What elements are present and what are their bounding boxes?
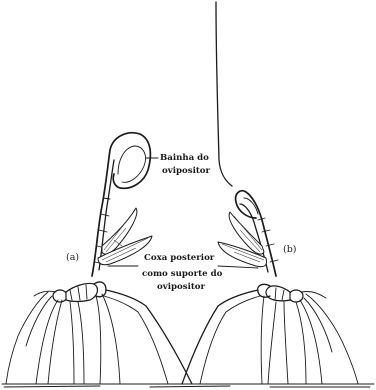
host-trunk: [216, 2, 232, 186]
ground-line: [2, 384, 374, 387]
label-wasp-b: (b): [283, 244, 297, 255]
label-wasp-a: (a): [66, 252, 79, 263]
label-sheath-line2: ovipositor: [162, 166, 211, 176]
label-coxa-line2: como suporte do: [142, 269, 223, 279]
label-coxa-line3: ovipositor: [157, 282, 206, 292]
wasp-b: [182, 191, 358, 384]
label-sheath-line1: Bainha do: [160, 153, 209, 163]
label-coxa-line1: Coxa posterior: [144, 253, 215, 263]
